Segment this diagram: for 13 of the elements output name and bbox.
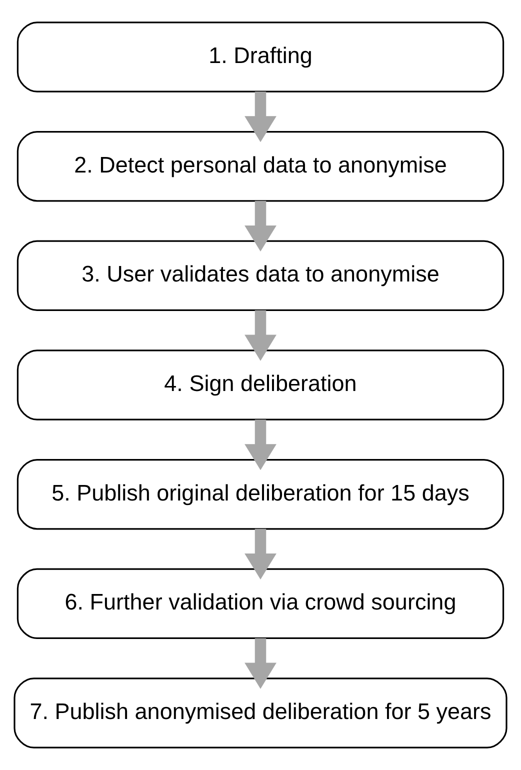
arrow — [244, 92, 276, 142]
node-box: 5. Publish original deliberation for 15 days — [16, 458, 504, 530]
node-box: 7. Publish anonymised deliberation for 5 years — [14, 678, 508, 748]
arrow — [244, 528, 276, 580]
node-box: 1. Drafting — [16, 22, 504, 92]
node-box: 2. Detect personal data to anonymise — [16, 130, 504, 202]
arrow — [244, 310, 276, 361]
node-box: 6. Further validation via crowd sourcing — [16, 568, 504, 640]
arrow — [244, 638, 276, 689]
arrow — [244, 200, 276, 252]
arrow — [244, 420, 276, 470]
node-box: 4. Sign deliberation — [16, 350, 504, 420]
node-box: 3. User validates data to anonymise — [16, 240, 504, 312]
